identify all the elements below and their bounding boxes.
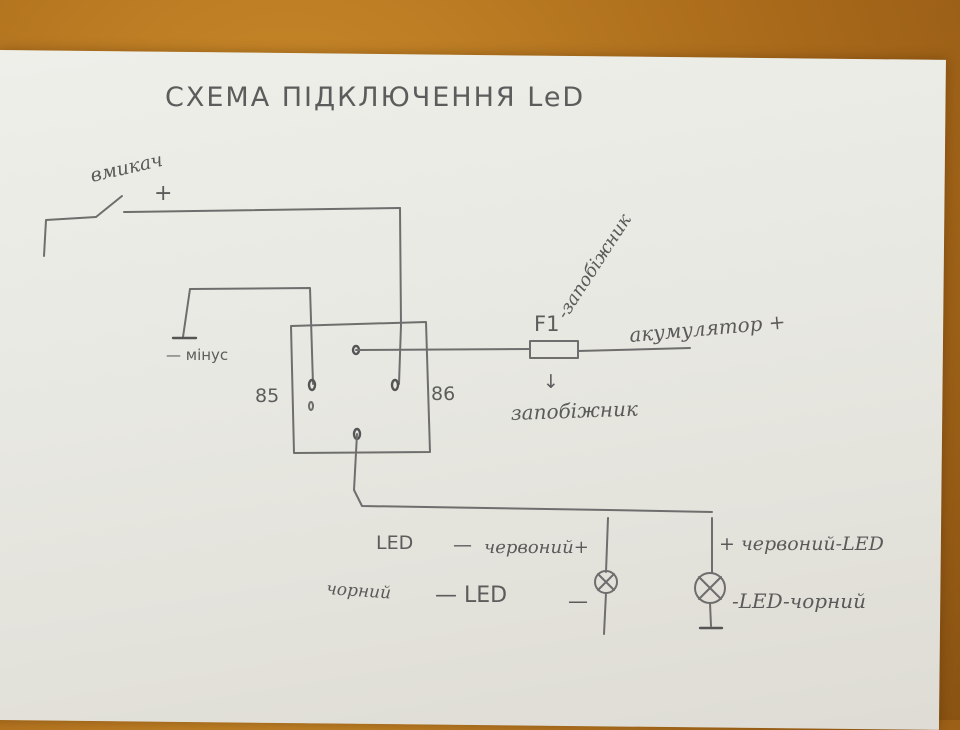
ground-symbol [171,287,314,385]
wire-fuse-to-battery [577,347,691,352]
wire-relay-to-leds [353,433,713,513]
wire-switch-to-86 [398,207,402,385]
fuse-below-label: запобіжник [510,397,638,425]
led1-top-left-label: LED [376,532,413,554]
led2-bottom-label: -LED-чорний [732,589,866,613]
pin-85-label: 85 [255,385,279,407]
led1-top-dash: — [453,534,472,556]
fuse-id-label: F1 [534,312,559,336]
led-lamp-2 [694,572,726,630]
pin-86-label: 86 [431,383,455,405]
fuse-symbol [529,340,579,359]
switch [43,195,401,257]
diagram-title: СХЕМА ПІДКЛЮЧЕННЯ LeD [165,82,585,113]
led1-minus-label: — [568,589,588,613]
led-lamp-1 [594,570,618,635]
led2-top-label: + червоний-LED [719,533,884,555]
led1-top-right-label: червоний+ [484,537,589,558]
battery-label: акумулятор + [628,309,786,347]
fuse-arrow: ↓ [543,371,559,393]
led1-bottom-left-label: чорний [326,579,392,603]
wire-led1 [605,517,609,573]
wire-relay-to-battery [355,348,531,351]
plus-top-label: + [154,181,172,206]
minus-label: — мінус [166,346,228,364]
fuse-rotated-label: -запобіжник [553,210,636,323]
led1-bottom-right-label: — LED [435,583,507,608]
